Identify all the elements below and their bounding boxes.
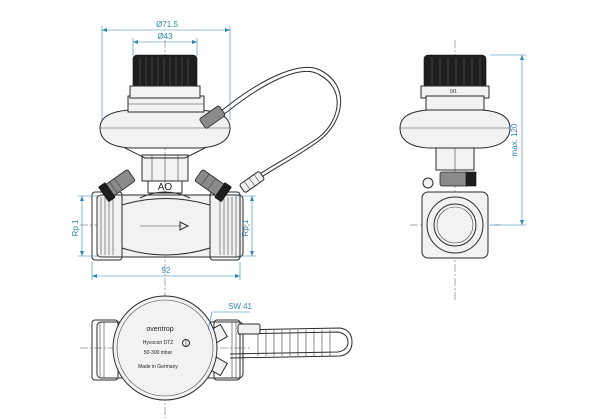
dim-thread-left-label: Rp 1 (71, 219, 80, 236)
side-diaphragm (399, 109, 511, 171)
dim-d-inner-label: Ø43 (157, 32, 173, 41)
front-view: AO (71, 20, 342, 300)
dim-height-label: max. 120 (510, 123, 519, 156)
side-handwheel: 0/1 (420, 54, 490, 111)
side-test-point (422, 171, 477, 189)
brand-label: oventrop (146, 326, 173, 333)
side-body (421, 191, 489, 259)
dim-thread-right-label: Rp 1 (241, 219, 250, 236)
diaphragm-housing: 0/1 (99, 89, 231, 159)
capillary-tube (199, 66, 342, 193)
hex-neck (139, 154, 191, 199)
handwheel (129, 54, 201, 99)
dimension-thread-left: Rp 1 (71, 195, 96, 257)
top-housing: oventrop Hycocon DTZ 50-300 mbar Made in… (112, 295, 218, 401)
dimension-d-inner: Ø43 (132, 32, 198, 56)
body-symbol: AO (158, 182, 173, 193)
dimension-wrench: SW 41 (207, 302, 253, 331)
dim-d-outer-label: Ø71.5 (156, 20, 178, 29)
svg-text:0/1: 0/1 (450, 89, 457, 95)
left-test-point (98, 169, 136, 202)
origin-label: Made in Germany (138, 364, 178, 370)
valve-body: AO (91, 182, 244, 261)
dimension-d-outer: Ø71.5 (101, 20, 231, 120)
top-capillary (229, 323, 353, 359)
dim-length-label: 92 (162, 266, 171, 275)
model-label: Hycocon DTZ (143, 340, 174, 346)
dimension-thread-right: Rp 1 (238, 195, 256, 257)
top-view: oventrop Hycocon DTZ 50-300 mbar Made in… (80, 295, 353, 418)
dimension-height: max. 120 (490, 54, 526, 226)
range-label: 50-300 mbar (144, 350, 173, 356)
dim-wrench-label: SW 41 (228, 302, 253, 311)
side-view: 0/1 max. 120 (399, 40, 526, 300)
dimension-length: 92 (91, 262, 241, 280)
right-test-point (194, 169, 232, 202)
